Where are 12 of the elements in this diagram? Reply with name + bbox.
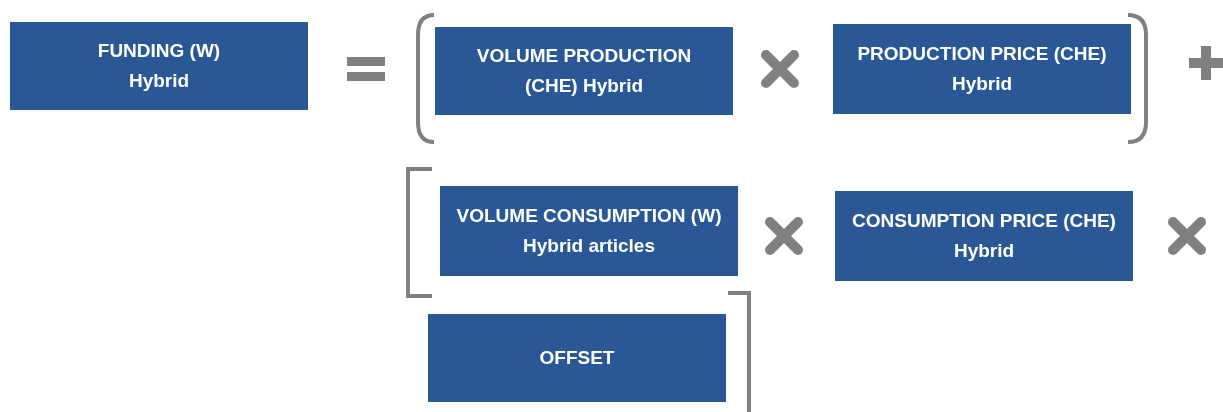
box-label: VOLUME PRODUCTION (CHE) Hybrid [475,44,693,98]
formula-box [428,314,726,402]
box-label: FUNDING (W) Hybrid [96,39,222,93]
formula-box [10,22,308,110]
box-label: CONSUMPTION PRICE (CHE) Hybrid [851,209,1117,263]
formula-box [835,191,1133,281]
formula-box [435,27,733,115]
formula-box [440,186,738,276]
box-label: OFFSET [539,346,615,370]
box-label: VOLUME CONSUMPTION (W) Hybrid articles [455,204,723,258]
box-label: PRODUCTION PRICE (CHE) Hybrid [857,42,1107,96]
formula-box [833,24,1131,114]
